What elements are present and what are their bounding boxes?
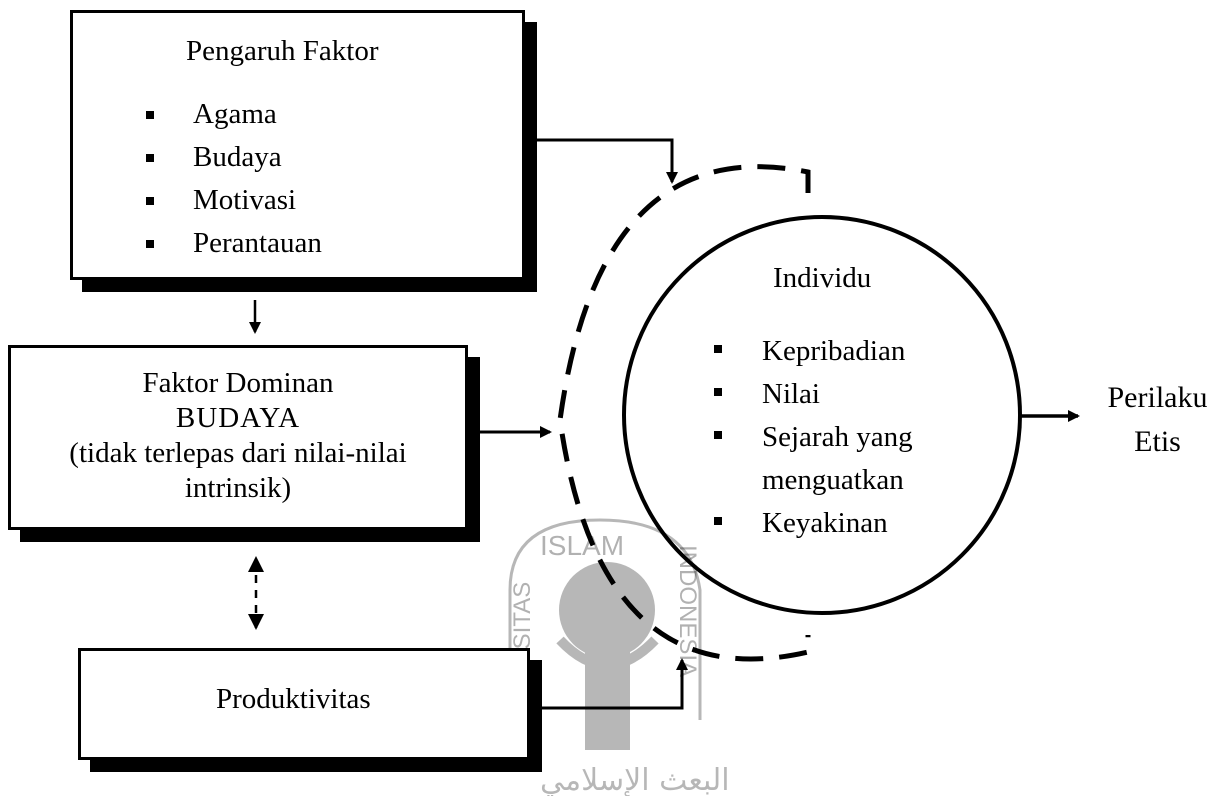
individu-title: Individu: [773, 262, 872, 294]
box-faktor-dominan: Faktor Dominan BUDAYA (tidak terlepas da…: [8, 345, 468, 530]
individu-item: Keyakinan: [714, 502, 913, 545]
individu-list: Kepribadian Nilai Sejarah yang menguatka…: [714, 330, 913, 545]
outcome-line-1: Perilaku: [1107, 381, 1208, 414]
box-produktivitas: Produktivitas: [78, 648, 530, 760]
individu-item: Nilai: [714, 373, 913, 416]
faktor-item: Motivasi: [146, 179, 322, 222]
watermark-bottom-script: البعث الإسلامي: [540, 763, 730, 796]
individu-item: Kepribadian: [714, 330, 913, 373]
dominan-line-3: (tidak terlepas dari nilai-nilai: [69, 437, 407, 469]
dominan-line-1: Faktor Dominan: [142, 367, 334, 399]
box-pengaruh-faktor-title: Pengaruh Faktor: [186, 35, 379, 67]
box-pengaruh-faktor: Pengaruh Faktor Agama Budaya Motivasi Pe…: [70, 10, 525, 280]
individu-item: Sejarah yang: [714, 416, 913, 459]
dominan-line-4: intrinsik): [184, 472, 292, 504]
faktor-item: Agama: [146, 93, 322, 136]
dashed-boundary-arc: [557, 164, 811, 662]
faktor-list: Agama Budaya Motivasi Perantauan: [146, 93, 322, 265]
produktivitas-label: Produktivitas: [216, 683, 371, 715]
outcome-line-2: Etis: [1134, 425, 1181, 458]
arrow-produktivitas-to-individu: [538, 658, 688, 710]
outcome-perilaku-etis: Perilaku Etis: [1095, 376, 1220, 464]
faktor-item: Budaya: [146, 136, 322, 179]
arrow-faktor-to-individu: [530, 138, 678, 184]
dominan-line-2: BUDAYA: [175, 402, 301, 434]
faktor-item: Perantauan: [146, 222, 322, 265]
individu-item-cont: menguatkan: [762, 464, 904, 496]
watermark-top-text: ISLAM: [540, 530, 624, 561]
